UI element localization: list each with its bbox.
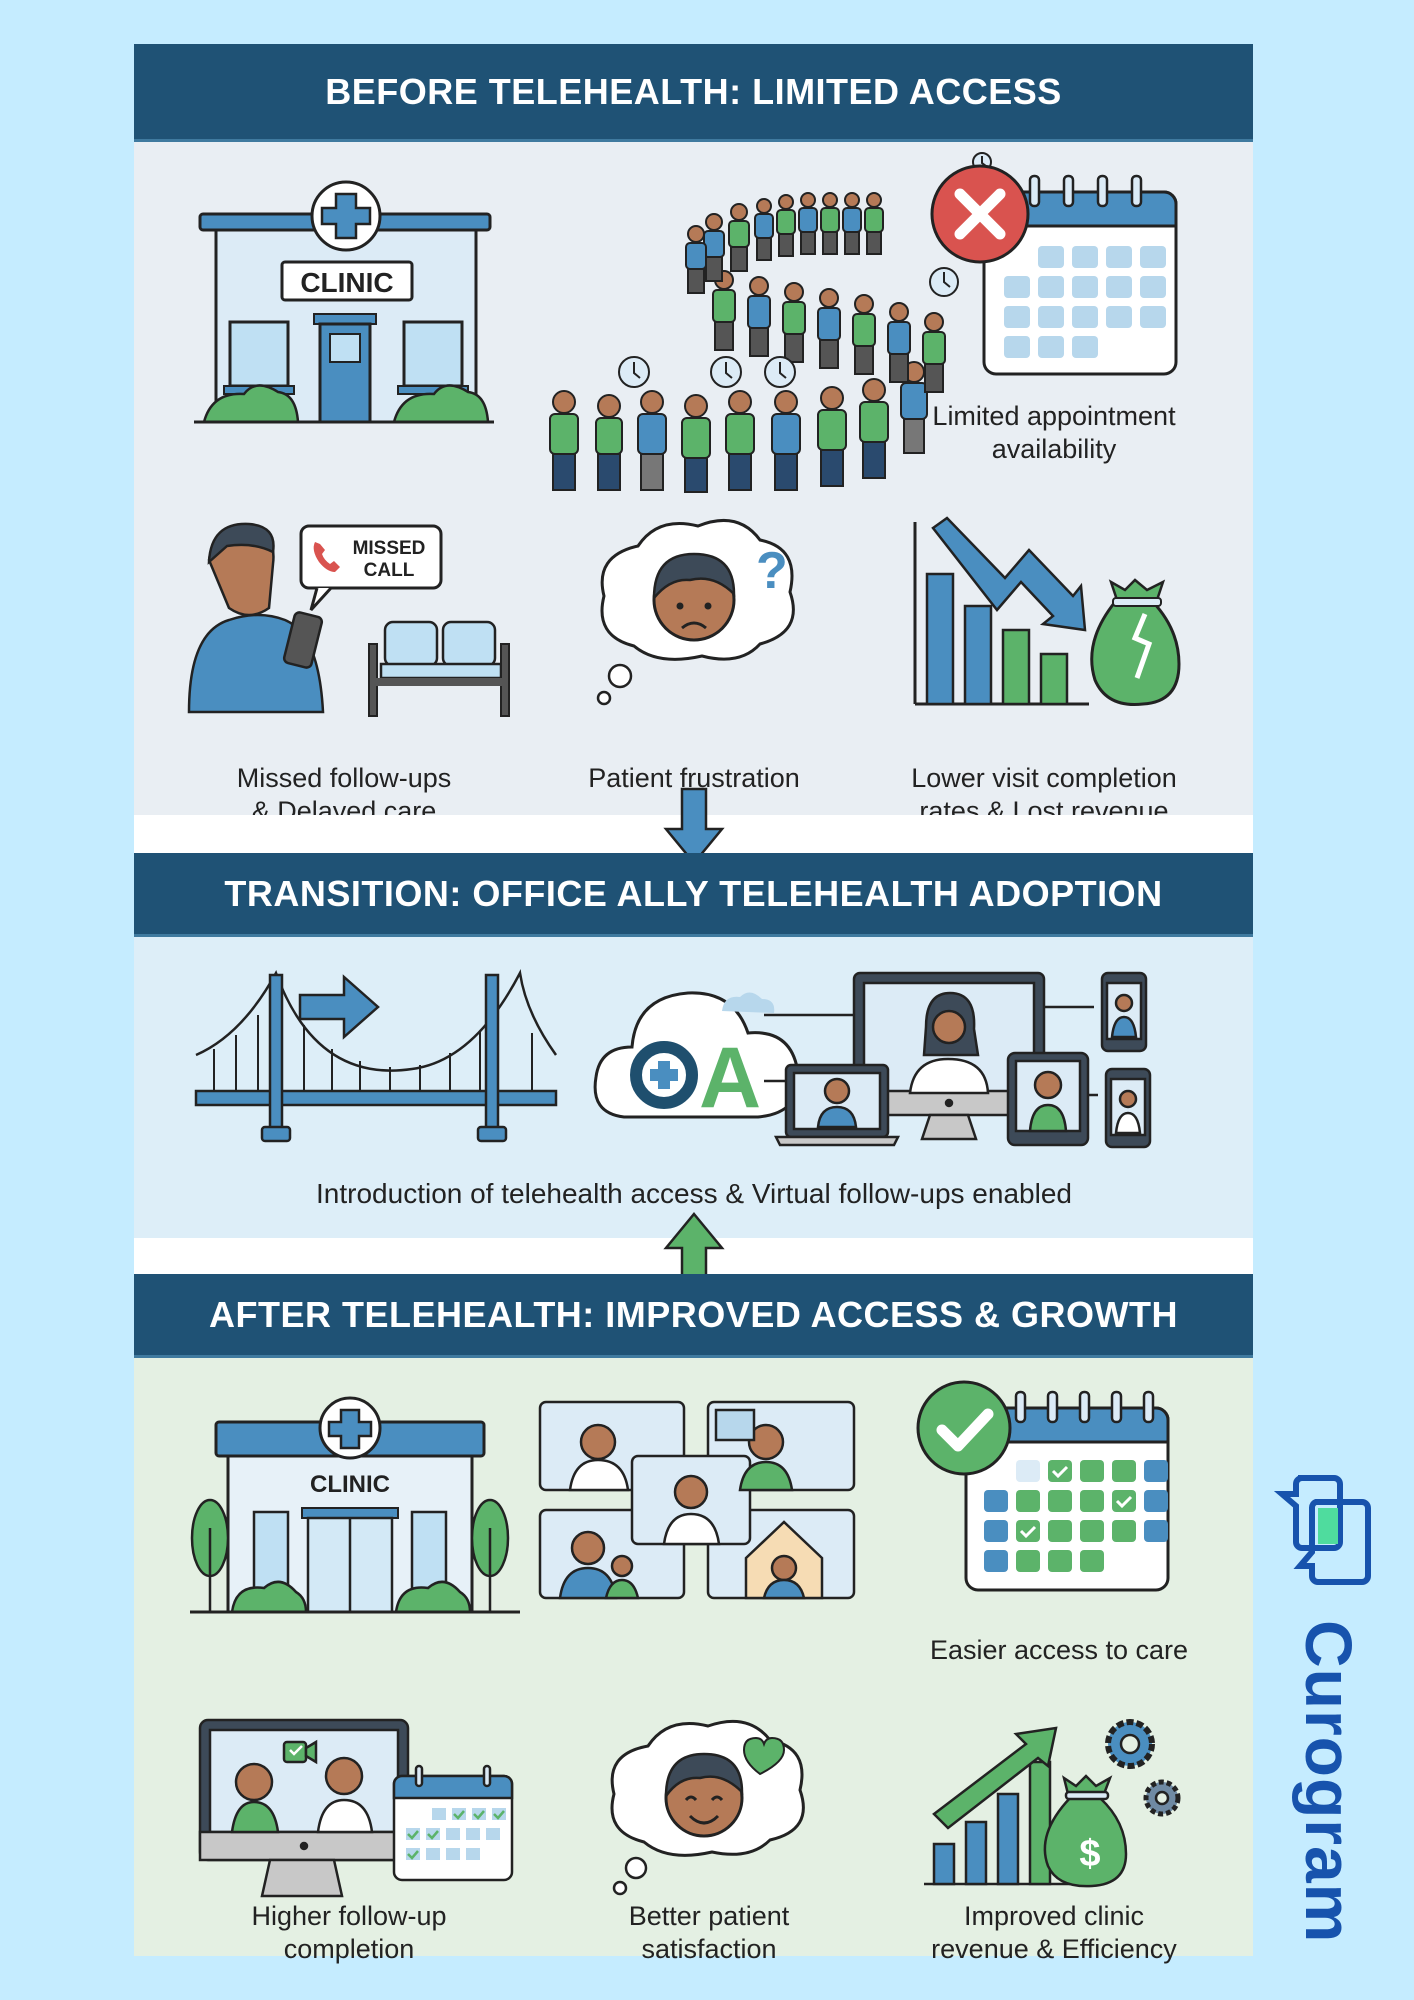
curogram-logo-icon [1273, 1475, 1371, 1585]
dollar-icon: $ [1079, 1833, 1100, 1875]
clinic-sign-text-after: CLINIC [310, 1471, 390, 1498]
missed-call-line2: CALL [364, 560, 415, 581]
before-title: BEFORE TELEHEALTH: LIMITED ACCESS [325, 71, 1062, 112]
logo-letter: A [699, 1030, 761, 1126]
after-title: AFTER TELEHEALTH: IMPROVED ACCESS & GROW… [209, 1294, 1178, 1335]
video-call-grid-illustration [538, 1400, 856, 1600]
clinic-with-trees-icon: CLINIC [190, 1396, 520, 1614]
before-section: CLINIC [134, 142, 1253, 826]
down-arrow [931, 516, 1087, 632]
caption-improved-revenue: Improved clinic revenue & Efficiency [931, 1901, 1177, 1964]
missed-call-illustration: MISSED CALL [187, 522, 510, 717]
infographic-panel: BEFORE TELEHEALTH: LIMITED ACCESS CLINIC [134, 44, 1253, 1964]
down-arrow-icon [663, 787, 725, 865]
caption-better-satisfaction: Better patient satisfaction [628, 1901, 790, 1964]
after-section-header: AFTER TELEHEALTH: IMPROVED ACCESS & GROW… [134, 1274, 1253, 1358]
middle-row [712, 270, 946, 393]
waiting-queue-illustration [549, 152, 992, 493]
money-bag [1090, 600, 1181, 706]
caption-limited-appointment: Limited appointment availability [932, 401, 1176, 464]
caption-telehealth-introduction: Introduction of telehealth access & Virt… [316, 1178, 1072, 1209]
curogram-wordmark: Curogram [1292, 1620, 1366, 1944]
phone-icon [313, 542, 340, 572]
back-row [685, 192, 884, 294]
caption-higher-followup: Higher follow-up completion [251, 1901, 447, 1964]
happy-patient-icon [610, 1719, 805, 1896]
question-mark-icon: ? [756, 542, 788, 600]
heart-icon [742, 1736, 786, 1776]
connected-devices-illustration [764, 971, 1152, 1149]
transition-section: A [134, 937, 1253, 1280]
transition-title: TRANSITION: OFFICE ALLY TELEHEALTH ADOPT… [224, 873, 1163, 914]
video-followup-icon [198, 1718, 514, 1898]
bridge-icon [194, 969, 558, 1143]
clinic-sign-text: CLINIC [300, 267, 393, 298]
right-arrow [298, 974, 380, 1040]
calendar-check-icon [916, 1380, 1170, 1592]
clinic-building-icon: CLINIC [194, 180, 494, 424]
caption-easier-access: Easier access to care [929, 1635, 1189, 1665]
transition-section-header: TRANSITION: OFFICE ALLY TELEHEALTH ADOPT… [134, 853, 1253, 937]
after-section: CLINIC [134, 1358, 1253, 1964]
growth-chart-icon: $ [924, 1719, 1181, 1888]
frustrated-patient-icon: ? [596, 518, 795, 706]
declining-chart-icon [913, 516, 1181, 706]
missed-call-line1: MISSED [353, 538, 426, 559]
calendar-x-icon [930, 164, 1178, 376]
before-section-header: BEFORE TELEHEALTH: LIMITED ACCESS [134, 44, 1253, 142]
